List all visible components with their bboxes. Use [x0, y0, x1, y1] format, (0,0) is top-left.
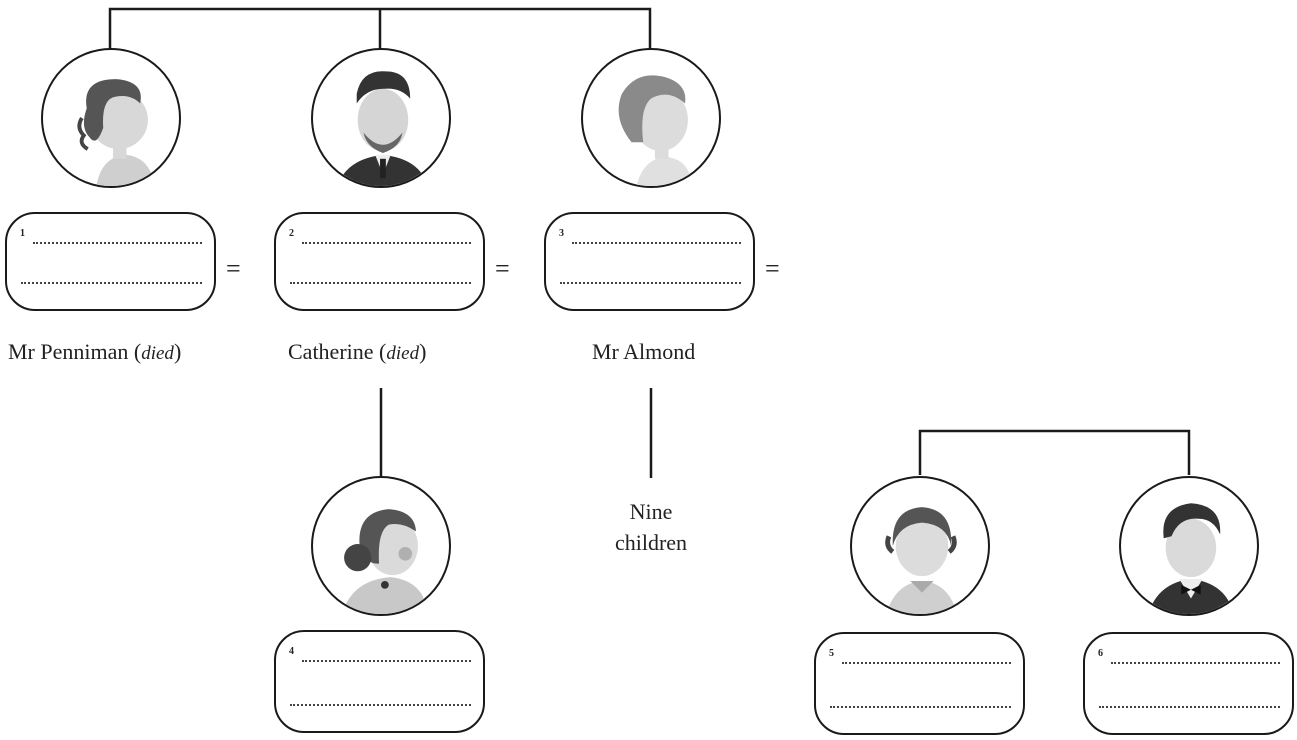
blank-line-3a[interactable] [572, 242, 741, 244]
box-number-2: 2 [289, 228, 294, 239]
box-number-6: 6 [1098, 648, 1103, 659]
spouse-label-catherine: Catherine (died) [288, 339, 427, 364]
portrait-person-3 [581, 48, 721, 188]
box-number-3: 3 [559, 228, 564, 239]
spouse-name: Mr Penniman [8, 339, 129, 364]
older-woman-icon [885, 507, 957, 614]
woman-profile-icon [77, 79, 155, 186]
marriage-symbol-2: = [495, 254, 510, 283]
box-number-1: 1 [20, 228, 25, 239]
name-box-3[interactable]: 3 [544, 212, 755, 311]
portrait-person-1 [41, 48, 181, 188]
name-box-1[interactable]: 1 [5, 212, 216, 311]
spouse-label-penniman: Mr Penniman (died) [8, 339, 182, 364]
spouse-label-almond: Mr Almond [592, 339, 695, 365]
spouse-name: Mr Almond [592, 339, 696, 364]
spouse-note: died [386, 343, 420, 364]
name-box-5[interactable]: 5 [814, 632, 1025, 735]
young-woman-bun-icon [342, 509, 428, 614]
portrait-person-4 [311, 476, 451, 616]
blank-line-6b[interactable] [1099, 706, 1280, 708]
blank-line-1b[interactable] [21, 282, 202, 284]
young-man-bowtie-icon [1148, 503, 1234, 614]
blank-line-1a[interactable] [33, 242, 202, 244]
blank-line-4a[interactable] [302, 660, 471, 662]
blank-line-5a[interactable] [842, 662, 1011, 664]
blank-line-6a[interactable] [1111, 662, 1280, 664]
blank-line-3b[interactable] [560, 282, 741, 284]
name-box-6[interactable]: 6 [1083, 632, 1294, 735]
name-box-4[interactable]: 4 [274, 630, 485, 733]
spouse-note: died [141, 343, 174, 364]
sibling-connector-right [918, 429, 1191, 475]
marriage-symbol-1: = [226, 254, 241, 283]
children-note-line1: Nine [629, 499, 673, 524]
portrait-person-6 [1119, 476, 1259, 616]
box-number-4: 4 [289, 646, 294, 657]
man-suit-icon [337, 71, 428, 186]
portrait-person-2 [311, 48, 451, 188]
blank-line-2a[interactable] [302, 242, 471, 244]
blank-line-4b[interactable] [290, 704, 471, 706]
marriage-symbol-3: = [765, 254, 780, 283]
name-box-2[interactable]: 2 [274, 212, 485, 311]
woman-side-bun-icon [618, 75, 692, 186]
box-number-5: 5 [829, 648, 834, 659]
blank-line-2b[interactable] [290, 282, 471, 284]
children-note-line2: children [614, 530, 688, 555]
portrait-person-5 [850, 476, 990, 616]
spouse-name: Catherine [288, 339, 374, 364]
children-note: Nine children [581, 496, 721, 558]
blank-line-5b[interactable] [830, 706, 1011, 708]
